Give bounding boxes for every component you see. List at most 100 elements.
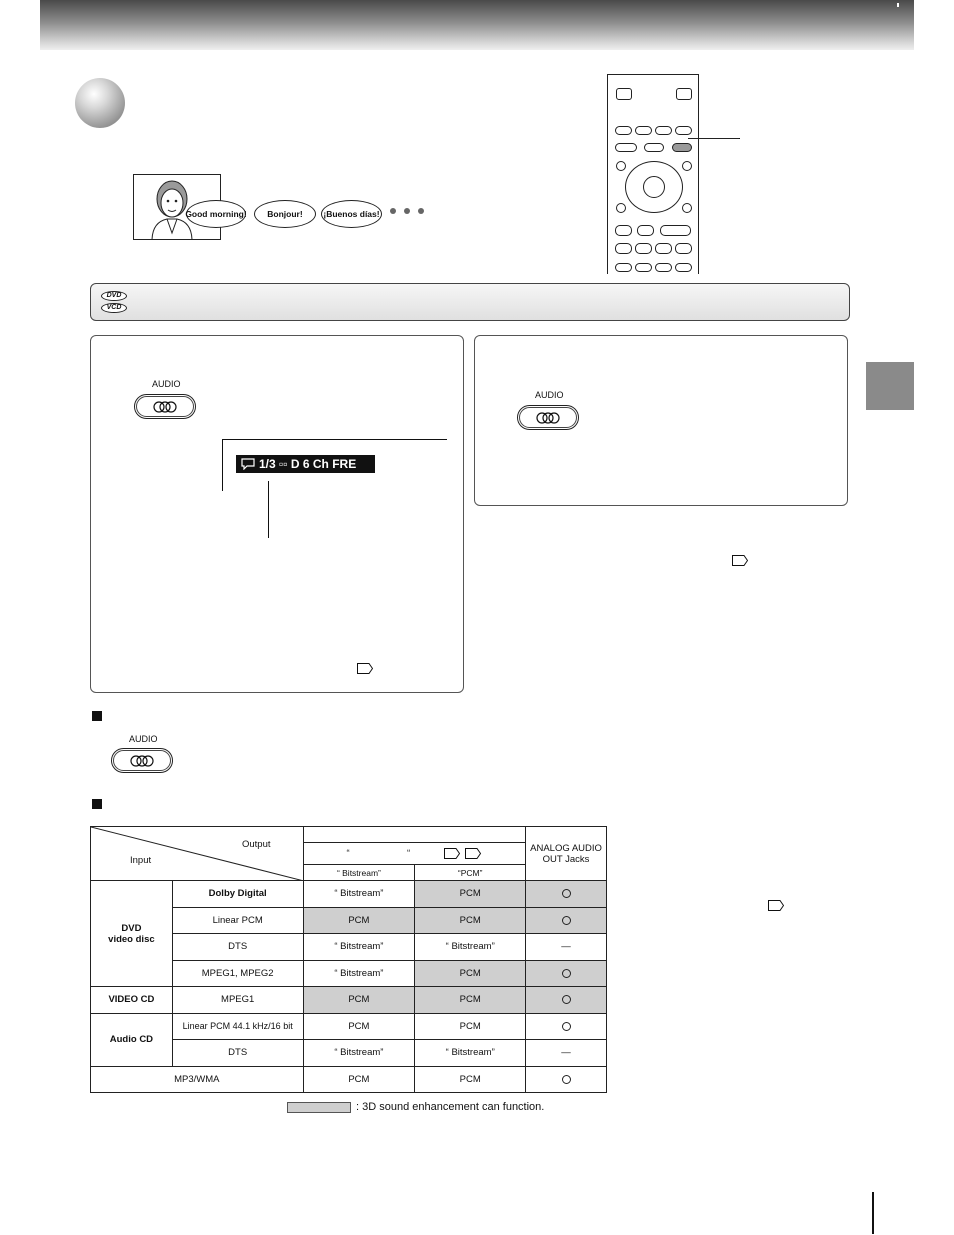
table-row: DVD video disc Dolby Digital “ Bitstream… [90, 880, 607, 987]
woman-speaker-icon [151, 180, 193, 239]
output-cell: “ Bitstream” [302, 933, 416, 961]
analog-cell [525, 1012, 607, 1040]
quote-open: “ [346, 848, 350, 859]
header-mark [897, 3, 899, 7]
remote-button [635, 243, 652, 254]
remote-button [675, 263, 692, 272]
vcd-logo-icon: VCD [101, 303, 127, 313]
output-cell: PCM [302, 906, 416, 934]
instruction-panel-left [90, 335, 464, 693]
remote-enter-button [643, 176, 665, 198]
speech-bubble: Good morning! [185, 200, 247, 228]
disc-type-bar: DVD VCD [90, 283, 850, 321]
analog-cell [525, 986, 607, 1014]
setting-header-cell: “ “ [302, 841, 527, 866]
table-row: DTS “ Bitstream” “ Bitstream” — [91, 933, 607, 961]
remote-control-illustration [607, 74, 699, 274]
input-cell: DTS [171, 1039, 304, 1067]
corner-output-label: Output [241, 839, 271, 850]
output-cell: PCM [302, 986, 416, 1014]
output-cell: PCM [414, 880, 527, 908]
output-cell: PCM [302, 1012, 416, 1040]
output-cell: PCM [414, 1065, 527, 1093]
analog-cell: — [525, 933, 607, 961]
analog-cell: — [525, 1039, 607, 1067]
remote-button [676, 88, 692, 100]
remote-button [615, 143, 637, 152]
page-ref-icon [357, 663, 373, 674]
table-row: VIDEO CD MPEG1 PCM PCM [90, 986, 607, 1014]
input-cell: MPEG1 [171, 986, 304, 1014]
remote-button [616, 203, 626, 213]
input-cell: DTS [171, 933, 304, 961]
input-cell: Linear PCM 44.1 kHz/16 bit [171, 1012, 304, 1040]
remote-button [675, 126, 692, 135]
table-row: Linear PCM PCM PCM [91, 906, 607, 934]
page-ref-icon [444, 847, 461, 859]
circle-icon [561, 1074, 571, 1084]
audio-button [111, 748, 173, 773]
remote-button [615, 243, 632, 254]
remote-button [655, 263, 672, 272]
circle-icon [561, 889, 571, 899]
analog-header-cell: ANALOG AUDIO OUT Jacks [525, 826, 607, 881]
corner-input-label: Input [130, 855, 152, 866]
input-cell: MPEG1, MPEG2 [171, 959, 304, 987]
table-row: DTS “ Bitstream” “ Bitstream” — [91, 1039, 607, 1067]
group-label-dvd: DVD video disc [90, 880, 173, 987]
callout-line [222, 439, 223, 491]
audio-icon [519, 407, 577, 428]
section-circle-marker [75, 78, 125, 128]
output-cell: “ Bitstream” [302, 1039, 416, 1067]
audio-icon [113, 750, 171, 771]
speech-bubble: ¡Buenos días! [321, 200, 382, 228]
output-cell: “ Bitstream” [302, 959, 416, 987]
speech-bubble: Bonjour! [254, 200, 316, 228]
callout-line [222, 439, 447, 440]
analog-cell [525, 959, 607, 987]
section-bullet-icon [92, 711, 102, 721]
remote-button [675, 243, 692, 254]
output-cell: PCM [414, 959, 527, 987]
output-cell: PCM [302, 1065, 416, 1093]
page-ref-icon [732, 555, 748, 566]
quote-close: “ [406, 848, 411, 859]
output-cell: PCM [414, 1012, 527, 1040]
table-corner-cell: Output Input [90, 826, 304, 881]
analog-cell [525, 1065, 607, 1093]
remote-button [644, 143, 664, 152]
circle-icon [561, 1021, 571, 1031]
callout-line [688, 138, 740, 139]
audio-output-table: Output Input ANALOG AUDIO OUT Jacks “ “ … [90, 826, 607, 1093]
audio-button-label: AUDIO [535, 390, 564, 400]
audio-osd-display: 1/3 ▫▫ D 6 Ch FRE [236, 455, 375, 473]
group-label-vcd: VIDEO CD [90, 986, 173, 1014]
circle-icon [561, 995, 571, 1005]
remote-button [616, 88, 632, 100]
output-cell: PCM [414, 986, 527, 1014]
remote-button [655, 126, 672, 135]
speech-icon [241, 458, 255, 470]
legend-text: : 3D sound enhancement can function. [356, 1101, 545, 1113]
audio-button [517, 405, 579, 430]
remote-button [615, 225, 632, 236]
dvd-logo-icon: DVD [101, 291, 127, 301]
analog-cell [525, 880, 607, 908]
circle-icon [561, 915, 571, 925]
remote-button [635, 126, 652, 135]
sub-header-pcm: “PCM” [414, 864, 527, 881]
remote-button [615, 263, 632, 272]
audio-button [134, 394, 196, 419]
osd-text: 1/3 ▫▫ D 6 Ch FRE [259, 457, 357, 471]
chapter-tab [866, 362, 914, 410]
table-header-cell [302, 826, 527, 843]
page-ref-icon [768, 900, 784, 911]
audio-icon [136, 396, 194, 417]
callout-line [739, 138, 740, 139]
output-cell: “ Bitstream” [414, 1039, 527, 1067]
callout-line [268, 481, 269, 538]
circle-icon [561, 968, 571, 978]
sub-header-bitstream: “ Bitstream” [302, 864, 416, 881]
page-ref-icon [465, 847, 482, 859]
legend-swatch [287, 1102, 351, 1113]
